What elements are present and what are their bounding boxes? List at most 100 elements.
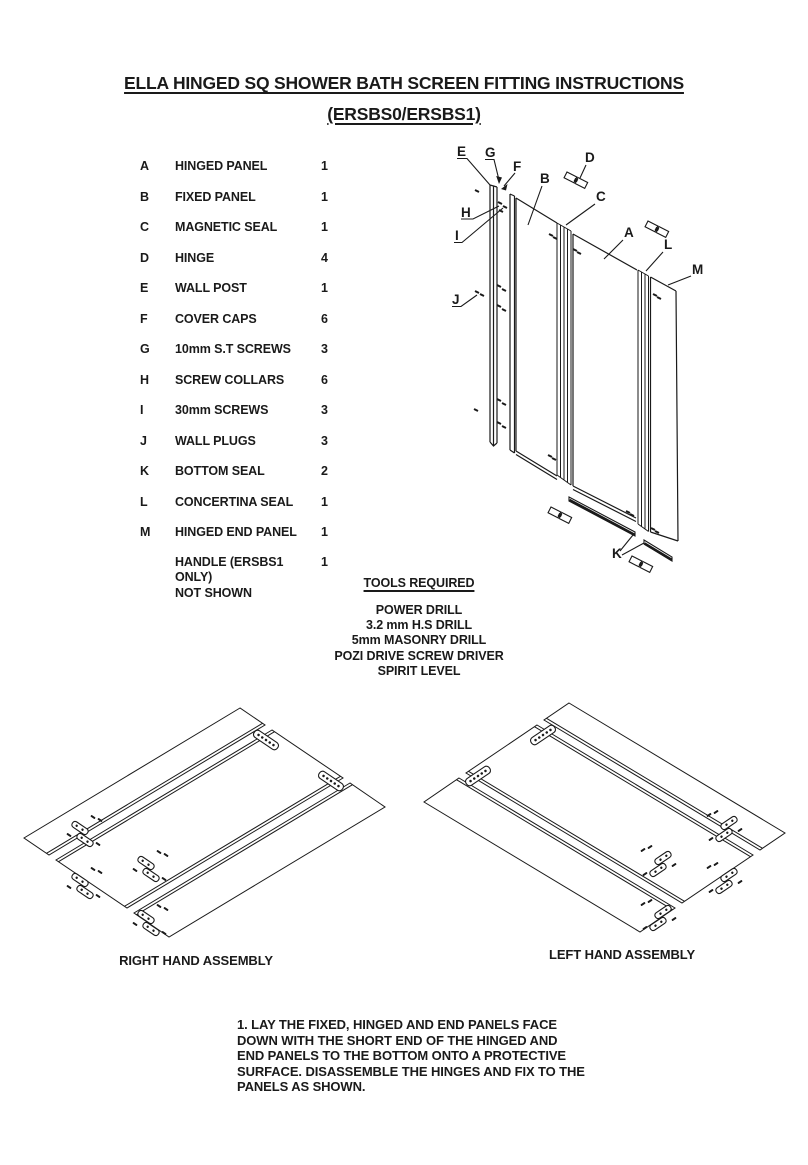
part-key: H <box>140 372 149 387</box>
leader-lines <box>452 157 692 556</box>
part-key: J <box>140 433 147 448</box>
instruction-line: 1. LAY THE FIXED, HINGED AND END PANELS … <box>237 1017 557 1032</box>
part-key: G <box>140 342 150 357</box>
label-l: L <box>664 237 672 252</box>
part-name: HINGE <box>175 250 215 265</box>
parts-row-k: K BOTTOM SEAL 2 <box>140 456 328 487</box>
part-key: K <box>140 464 149 479</box>
parts-row-h: H SCREW COLLARS 6 <box>140 365 328 396</box>
diagram-labels: E G F H I J B D C A L M K <box>452 144 703 561</box>
parts-row-b: B FIXED PANEL 1 <box>140 182 328 213</box>
part-key: B <box>140 189 149 204</box>
part-qty: 6 <box>321 311 328 326</box>
step-1-instructions: 1. LAY THE FIXED, HINGED AND END PANELS … <box>237 1017 597 1095</box>
part-qty: 1 <box>321 494 328 509</box>
hinge-glyph <box>563 171 589 189</box>
tool-item: 5mm MASONRY DRILL <box>351 633 487 648</box>
page-title-line1: ELLA HINGED SQ SHOWER BATH SCREEN FITTIN… <box>124 73 684 93</box>
parts-row-j: J WALL PLUGS 3 <box>140 426 328 457</box>
instruction-line: END PANELS TO THE BOTTOM ONTO A PROTECTI… <box>237 1048 567 1064</box>
hinged-panel-shape <box>572 233 638 523</box>
part-name: HINGED END PANEL <box>175 525 297 540</box>
right-hand-assembly-diagram <box>10 695 410 945</box>
tool-item: SPIRIT LEVEL <box>377 663 461 678</box>
part-key: M <box>140 525 151 540</box>
part-qty: 1 <box>321 554 328 569</box>
part-qty: 4 <box>321 250 328 265</box>
part-name: SCREW COLLARS <box>175 372 285 387</box>
left-hand-assembly-diagram <box>420 688 802 946</box>
hinged-end-panel-shape <box>649 276 679 542</box>
part-name: HINGED PANEL <box>175 159 268 174</box>
parts-row-l: L CONCERTINA SEAL 1 <box>140 487 328 518</box>
part-key: E <box>140 281 149 296</box>
part-qty: 3 <box>321 342 328 357</box>
hinge-glyph <box>547 506 573 524</box>
part-key: A <box>140 159 149 174</box>
part-name: WALL PLUGS <box>175 433 256 448</box>
part-qty: 3 <box>321 433 328 448</box>
page-title: ELLA HINGED SQ SHOWER BATH SCREEN FITTIN… <box>0 68 808 130</box>
parts-row-d: D HINGE 4 <box>140 243 328 274</box>
concertina-seal-shape <box>637 269 649 532</box>
part-key: C <box>140 220 149 235</box>
label-f: F <box>513 159 521 174</box>
wall-post-shape <box>489 184 498 447</box>
label-g: G <box>485 145 496 160</box>
parts-row-m: M HINGED END PANEL 1 <box>140 517 328 548</box>
label-c: C <box>596 189 606 204</box>
parts-row-i: I 30mm SCREWS 3 <box>140 395 328 426</box>
right-assembly-caption: RIGHT HAND ASSEMBLY <box>119 953 273 968</box>
part-qty: 1 <box>321 281 328 296</box>
parts-row-g: G 10mm S.T SCREWS 3 <box>140 334 328 365</box>
page-title-line2: (ERSBS0/ERSBS1) <box>327 104 481 124</box>
part-qty: 6 <box>321 372 328 387</box>
label-i: I <box>455 228 459 243</box>
parts-row-e: E WALL POST 1 <box>140 273 328 304</box>
part-name: MAGNETIC SEAL <box>175 220 278 235</box>
tool-item: POZI DRIVE SCREW DRIVER <box>334 648 504 663</box>
tool-item: 3.2 mm H.S DRILL <box>365 618 473 633</box>
left-assembly-caption: LEFT HAND ASSEMBLY <box>548 947 696 962</box>
tools-required-section: TOOLS REQUIRED POWER DRILL 3.2 mm H.S DR… <box>319 576 519 679</box>
label-a: A <box>624 225 634 240</box>
instruction-line: PANELS AS SHOWN. <box>237 1079 366 1095</box>
label-k: K <box>612 546 622 561</box>
part-name: 30mm SCREWS <box>175 403 269 418</box>
label-b: B <box>540 171 550 186</box>
hinge-glyph <box>628 555 654 573</box>
parts-list: A HINGED PANEL 1 B FIXED PANEL 1 C MAGNETIC S… <box>140 151 328 601</box>
parts-row-c: C MAGNETIC SEAL 1 <box>140 212 328 243</box>
part-qty: 3 <box>321 403 328 418</box>
part-qty: 2 <box>321 464 328 479</box>
part-key: I <box>140 403 144 418</box>
part-name: 10mm S.T SCREWS <box>175 342 291 357</box>
instruction-line: SURFACE. DISASSEMBLE THE HINGES AND FIX … <box>237 1063 585 1079</box>
label-m: M <box>692 262 703 277</box>
part-key: F <box>140 311 148 326</box>
label-h: H <box>461 205 471 220</box>
parts-row-handle: HANDLE (ERSBS1 ONLY)NOT SHOWN 1 <box>140 555 328 602</box>
tool-item: POWER DRILL <box>375 603 463 617</box>
part-name: CONCERTINA SEAL <box>175 494 294 509</box>
part-qty: 1 <box>321 525 328 540</box>
part-name: BOTTOM SEAL <box>175 464 265 479</box>
tools-heading: TOOLS REQUIRED <box>363 576 475 590</box>
hinge-glyph <box>644 220 670 238</box>
instruction-line: DOWN WITH THE SHORT END OF THE HINGED AN… <box>237 1032 558 1048</box>
part-name: HANDLE (ERSBS1 ONLY)NOT SHOWN <box>175 554 284 600</box>
part-name: FIXED PANEL <box>175 189 256 204</box>
part-key: L <box>140 494 148 509</box>
part-qty: 1 <box>321 189 328 204</box>
label-e: E <box>457 144 466 159</box>
label-j: J <box>452 292 460 307</box>
magnetic-seal-shape <box>556 222 572 486</box>
part-key: D <box>140 250 149 265</box>
part-name: WALL POST <box>175 281 247 296</box>
fixed-panel-channel-shape <box>509 193 516 454</box>
fixed-panel-shape <box>515 197 558 481</box>
part-qty: 1 <box>321 220 328 235</box>
